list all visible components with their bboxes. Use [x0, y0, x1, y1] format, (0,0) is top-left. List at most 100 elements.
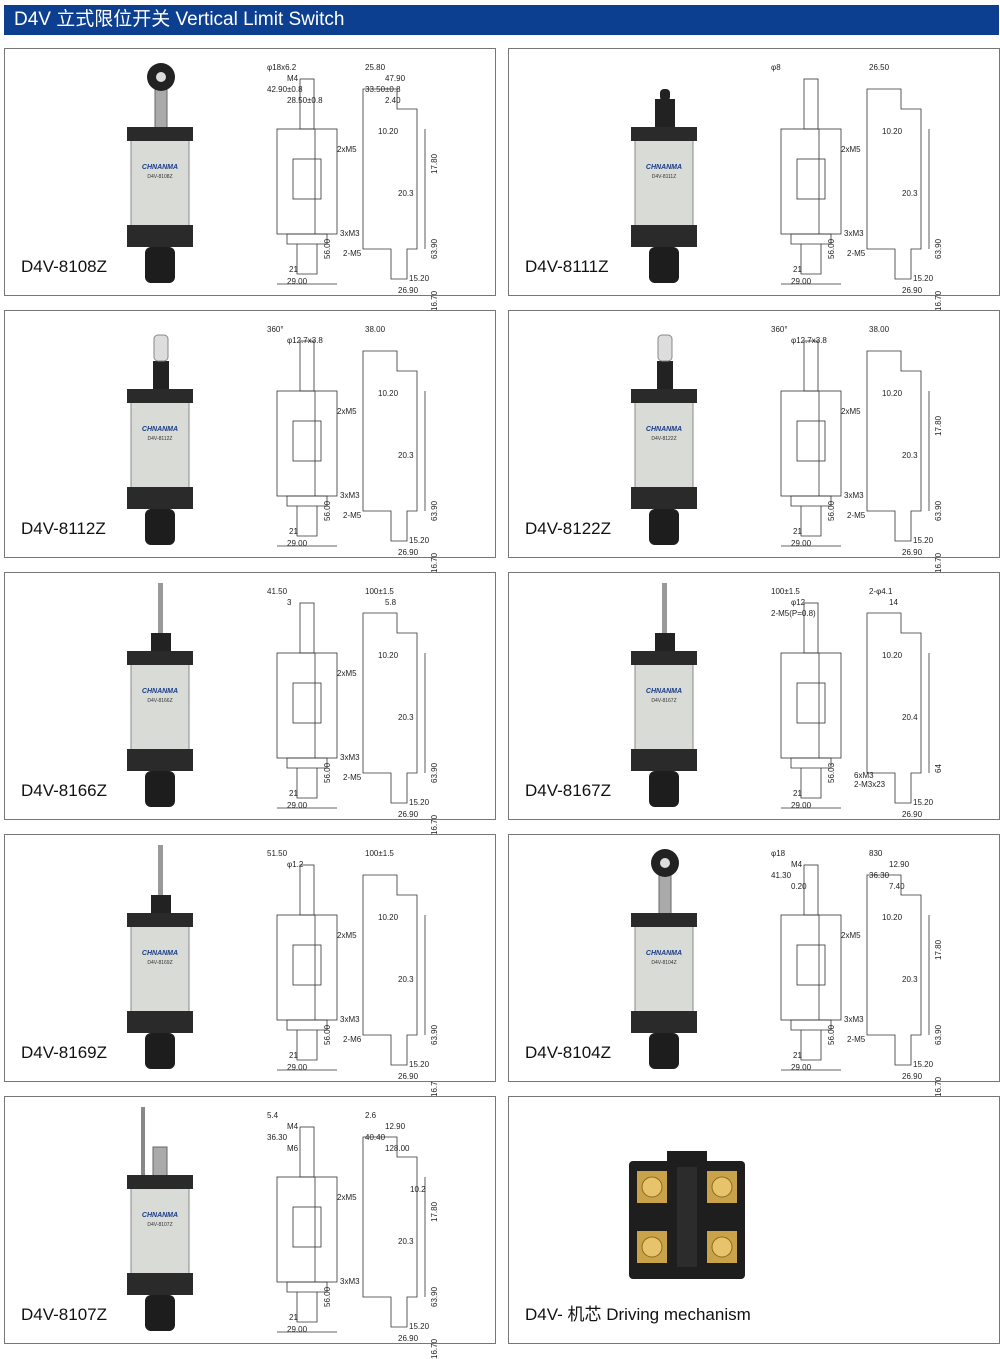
dimension-label: 47.90: [385, 74, 406, 83]
dimension-label: 63.90: [430, 1286, 439, 1307]
dimension-label: 63.90: [430, 500, 439, 521]
product-photo: CHNANMA D4V-8169Z: [127, 845, 193, 1069]
dimension-label: φ18x6.2: [267, 63, 297, 72]
dimension-label: 15.20: [409, 798, 430, 807]
dimension-label: 128.00: [385, 1144, 410, 1153]
product-photo: CHNANMA D4V-8111Z: [631, 89, 697, 283]
dimension-label: 20.3: [902, 189, 918, 198]
product-photo: CHNANMA D4V-8167Z: [631, 583, 697, 807]
dimension-label: 100±1.5: [365, 849, 394, 858]
product-panel: CHNANMA D4V-8169Z D4V-8169Z 51.50 100±1.5 2…: [4, 834, 496, 1097]
brand-label: CHNANMA: [142, 688, 178, 695]
product-model-label: D4V-8169Z: [21, 1043, 107, 1062]
dimension-label: 29.00: [791, 277, 812, 286]
svg-text:D4V-8169Z: D4V-8169Z: [147, 960, 172, 966]
dimension-label: 2xM5: [841, 931, 861, 940]
dimension-label: 2xM5: [337, 931, 357, 940]
svg-text:D4V-8107Z: D4V-8107Z: [147, 1222, 172, 1228]
dimension-label: 21: [793, 527, 802, 536]
svg-text:D4V-8104Z: D4V-8104Z: [651, 960, 676, 966]
dimension-drawing: [276, 78, 426, 285]
dimension-label: 64: [934, 764, 943, 773]
dimension-label: 2-M6: [343, 1035, 362, 1044]
svg-text:D4V-8108Z: D4V-8108Z: [147, 174, 172, 180]
dimension-label: 360°: [771, 325, 788, 334]
dimension-label: 26.90: [902, 548, 923, 557]
svg-text:D4V-8112Z: D4V-8112Z: [148, 436, 173, 442]
dimension-label: 10.20: [882, 127, 903, 136]
dimension-label: 56.00: [827, 1024, 836, 1045]
dimension-label: 2xM5: [337, 669, 357, 678]
dimension-label: 51.50: [267, 849, 288, 858]
product-model-label: D4V-8167Z: [525, 781, 611, 800]
dimension-label: 2xM5: [337, 407, 357, 416]
brand-label: CHNANMA: [646, 688, 682, 695]
dimension-label: 10.20: [378, 651, 399, 660]
dimension-label: 56.00: [323, 500, 332, 521]
dimension-label: 38.00: [365, 325, 386, 334]
dimension-label: 20.3: [398, 713, 414, 722]
dimension-label: 2-M5: [343, 511, 362, 520]
dimension-label: 20.3: [398, 1237, 414, 1246]
dimension-label: 21: [289, 1051, 298, 1060]
dimension-label: 6xM3: [854, 771, 874, 780]
svg-text:D4V-8167Z: D4V-8167Z: [651, 698, 676, 704]
dimension-label: 5.8: [385, 598, 397, 607]
dimension-label: 63.90: [430, 1024, 439, 1045]
dimension-label: 21: [289, 1313, 298, 1322]
dimension-label: 16.70: [430, 552, 439, 573]
dimension-label: φ8: [771, 63, 781, 72]
brand-label: CHNANMA: [646, 950, 682, 957]
dimension-label: 26.90: [902, 286, 923, 295]
dimension-label: 10.20: [882, 913, 903, 922]
dimension-label: 100±1.5: [365, 587, 394, 596]
svg-text:D4V-8122Z: D4V-8122Z: [651, 436, 676, 442]
dimension-label: 63.90: [934, 500, 943, 521]
dimension-label: 25.80: [365, 63, 386, 72]
product-photo: CHNANMA D4V-8104Z: [631, 849, 697, 1069]
dimension-drawing: [276, 602, 426, 809]
dimension-label: 17.80: [934, 939, 943, 960]
product-photo: CHNANMA D4V-8112Z: [127, 334, 193, 545]
dimension-label: 63.90: [934, 1024, 943, 1045]
product-model-label: D4V-8122Z: [525, 519, 611, 538]
dimension-label: M4: [287, 74, 299, 83]
dimension-label: 15.20: [409, 1322, 430, 1331]
dimension-label: φ12.7x3.8: [791, 336, 827, 345]
dimension-label: 21: [289, 265, 298, 274]
product-model-label: D4V-8108Z: [21, 257, 107, 276]
dimension-label: 29.00: [287, 539, 308, 548]
product-model-label: D4V-8104Z: [525, 1043, 611, 1062]
dimension-label: 26.50: [869, 63, 890, 72]
dimension-label: 26.90: [902, 810, 923, 819]
page-title: D4V 立式限位开关 Vertical Limit Switch: [14, 9, 345, 30]
dimension-label: 3xM3: [340, 1015, 360, 1024]
dimension-label: 3xM3: [844, 491, 864, 500]
dimension-drawing: [780, 78, 930, 285]
product-model-label: D4V- 机芯 Driving mechanism: [525, 1305, 751, 1324]
dimension-label: 16.70: [934, 552, 943, 573]
dimension-label: 28.50±0.8: [287, 96, 323, 105]
dimension-label: φ12: [791, 598, 806, 607]
dimension-label: 20.4: [902, 713, 918, 722]
dimension-label: 20.3: [902, 975, 918, 984]
dimension-drawing: [780, 864, 930, 1071]
dimension-label: 2-M5: [847, 249, 866, 258]
dimension-label: 29.00: [791, 801, 812, 810]
brand-label: CHNANMA: [142, 426, 178, 433]
page-header: D4V 立式限位开关 Vertical Limit Switch: [4, 5, 999, 35]
dimension-label: 2xM5: [337, 145, 357, 154]
dimension-label: M4: [791, 860, 803, 869]
dimension-label: 20.3: [398, 451, 414, 460]
dimension-label: 16.7: [430, 1081, 439, 1097]
dimension-label: 29.00: [287, 1063, 308, 1072]
dimension-label: 15.20: [409, 536, 430, 545]
dimension-label: 10.20: [882, 651, 903, 660]
dimension-label: 100±1.5: [771, 587, 800, 596]
product-model-label: D4V-8166Z: [21, 781, 107, 800]
